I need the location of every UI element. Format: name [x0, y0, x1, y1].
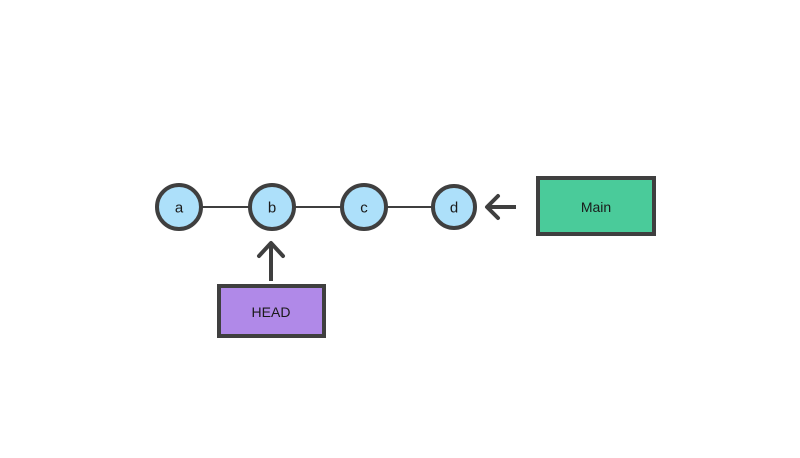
- head-label-box: [217, 284, 326, 338]
- commit-label-b: b: [268, 200, 276, 217]
- commit-circle-b: [248, 183, 296, 231]
- head-label[interactable]: HEAD: [217, 284, 326, 338]
- branch-label-main[interactable]: Main: [536, 176, 656, 236]
- commit-nodes: a b c d: [155, 183, 477, 231]
- commit-label-c: c: [360, 200, 368, 217]
- branch-label-main-box: [536, 176, 656, 236]
- branch-label-main-text: Main: [581, 199, 611, 215]
- commit-label-d: d: [450, 200, 458, 217]
- head-label-text: HEAD: [252, 304, 291, 320]
- commit-node-c[interactable]: c: [340, 183, 388, 231]
- commit-circle-c: [340, 183, 388, 231]
- commit-circle-a: [155, 183, 203, 231]
- commit-node-b[interactable]: b: [248, 183, 296, 231]
- head-pointer-arrow-icon: [257, 241, 285, 281]
- commit-label-a: a: [175, 200, 184, 217]
- commit-node-d[interactable]: d: [431, 184, 477, 230]
- main-branch-arrow-icon: [485, 194, 516, 220]
- commit-node-a[interactable]: a: [155, 183, 203, 231]
- commit-circle-d: [431, 184, 477, 230]
